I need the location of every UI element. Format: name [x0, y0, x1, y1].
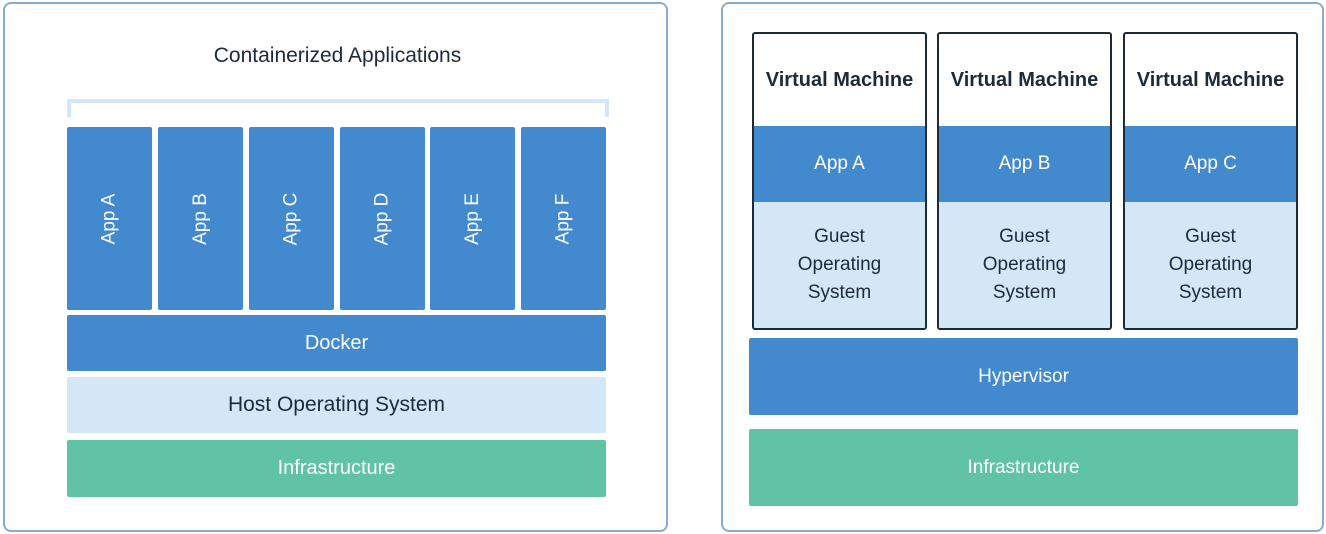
vm-title: Virtual Machine: [765, 68, 914, 91]
app-label: App A: [98, 193, 120, 244]
container-app-e: App E: [430, 127, 515, 310]
container-app-a: App A: [67, 127, 152, 310]
container-app-b: App B: [158, 127, 243, 310]
app-label: App F: [552, 193, 574, 244]
virtual-machine-c: Virtual Machine App C Guest Operating Sy…: [1123, 32, 1298, 330]
vm-guest-os: Guest Operating System: [754, 202, 925, 328]
container-app-f: App F: [521, 127, 606, 310]
vms-panel: Virtual Machine App A Guest Operating Sy…: [721, 2, 1324, 532]
containers-infrastructure-layer: Infrastructure: [67, 440, 606, 497]
app-label: App B: [189, 192, 211, 245]
hypervisor-layer: Hypervisor: [749, 338, 1298, 415]
vm-title: Virtual Machine: [950, 68, 1099, 91]
app-label: App C: [280, 192, 302, 245]
virtual-machine-b: Virtual Machine App B Guest Operating Sy…: [937, 32, 1112, 330]
apps-bracket: [67, 99, 609, 117]
app-label: App E: [461, 192, 483, 245]
vm-guest-os: Guest Operating System: [939, 202, 1110, 328]
vm-app: App C: [1125, 126, 1296, 202]
vm-guest-os: Guest Operating System: [1125, 202, 1296, 328]
vms-infrastructure-layer: Infrastructure: [749, 429, 1298, 506]
containers-panel: Containerized Applications App A App B A…: [3, 2, 668, 532]
vm-title: Virtual Machine: [1136, 68, 1285, 91]
docker-layer: Docker: [67, 315, 606, 371]
vm-app: App A: [754, 126, 925, 202]
app-label: App D: [371, 192, 393, 245]
virtual-machine-a: Virtual Machine App A Guest Operating Sy…: [752, 32, 927, 330]
vm-app: App B: [939, 126, 1110, 202]
container-app-c: App C: [249, 127, 334, 310]
container-app-d: App D: [340, 127, 425, 310]
containers-title: Containerized Applications: [213, 44, 462, 67]
host-os-layer: Host Operating System: [67, 377, 606, 433]
